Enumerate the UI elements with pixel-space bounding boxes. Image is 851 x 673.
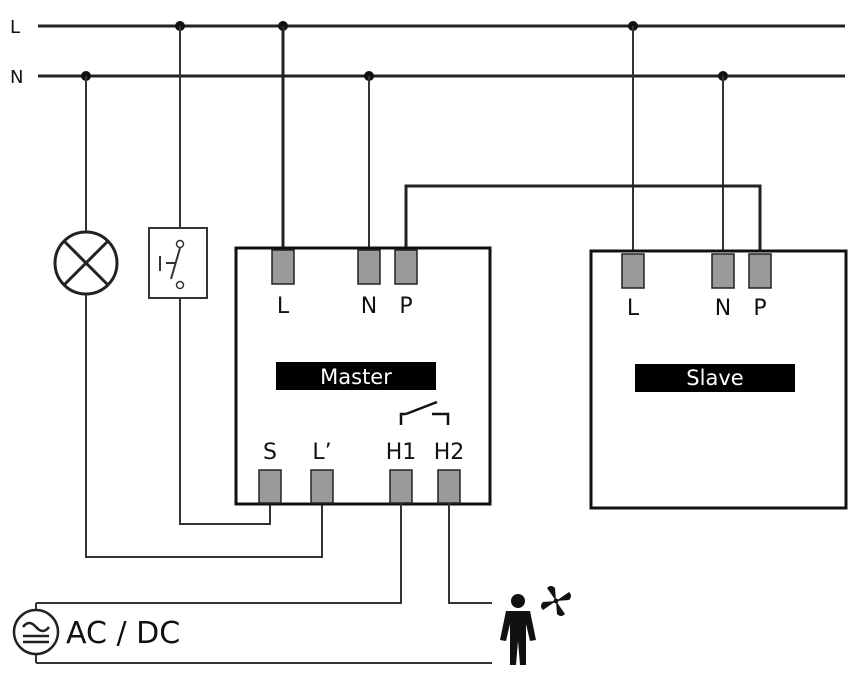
master-terminal-s xyxy=(258,469,282,504)
slave-module xyxy=(589,249,848,510)
slave-title-bar xyxy=(635,364,795,392)
lamp-icon xyxy=(53,230,119,296)
master-terminal-h2 xyxy=(437,469,461,504)
ac-dc-source-icon xyxy=(12,608,60,656)
relay-contact-icon xyxy=(399,400,450,425)
slave-terminal-p xyxy=(748,253,772,289)
master-terminal-n xyxy=(357,249,381,285)
master-label-h2: H2 xyxy=(434,440,465,465)
master-label-l-prime: L’ xyxy=(312,440,331,465)
master-label-l: L xyxy=(277,294,290,319)
slave-label-l: L xyxy=(627,296,640,321)
master-terminal-p xyxy=(394,249,418,285)
slave-title: Slave xyxy=(686,366,743,390)
wire-h1-to-supply xyxy=(36,503,402,604)
master-terminal-l xyxy=(271,249,295,285)
bus-label-n: N xyxy=(10,67,23,88)
wire-h2-to-load xyxy=(448,503,492,604)
wire-switch-to-s xyxy=(179,298,271,525)
supply-label: AC / DC xyxy=(66,616,180,651)
master-label-n: N xyxy=(361,294,377,319)
person-fan-icon xyxy=(500,586,571,665)
master-title-bar xyxy=(276,362,436,390)
pushbutton-switch-icon xyxy=(148,227,208,299)
slave-label-p: P xyxy=(753,296,766,321)
master-label-h1: H1 xyxy=(386,440,417,465)
master-terminal-h1 xyxy=(389,469,413,504)
wire-lamp-to-l-prime xyxy=(85,294,323,558)
slave-terminal-l xyxy=(621,253,645,289)
wire-p-link xyxy=(404,184,762,254)
master-terminal-l-prime xyxy=(310,469,334,504)
master-label-s: S xyxy=(263,440,277,465)
master-label-p: P xyxy=(399,294,412,319)
slave-terminal-n xyxy=(711,253,735,289)
master-title: Master xyxy=(320,365,392,389)
slave-label-n: N xyxy=(715,296,731,321)
bus-label-l: L xyxy=(10,17,20,38)
